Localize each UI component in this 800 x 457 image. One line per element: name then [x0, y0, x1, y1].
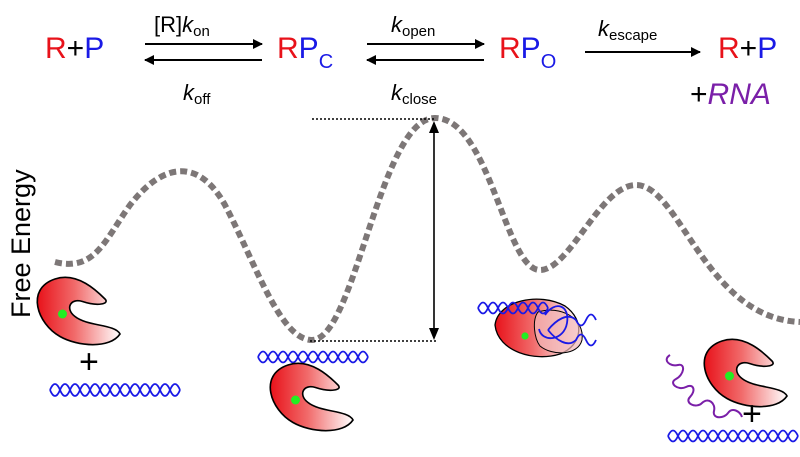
- state-free: R+P: [45, 32, 104, 65]
- equilibrium-arrows-2: [366, 39, 485, 65]
- free-energy-curve: [54, 114, 800, 344]
- barrier-arrowhead-up: [429, 121, 439, 133]
- free-plus-sign: +: [79, 343, 99, 381]
- activation-barrier-indicator: [310, 118, 439, 342]
- rate-kon: [R]kon: [154, 12, 210, 40]
- open-complex-icon: [477, 298, 597, 358]
- dna-helix-icon: [49, 383, 181, 397]
- rna-transcript-icon: [665, 354, 743, 419]
- label-p: P: [84, 32, 104, 65]
- state-closed-complex: RPC: [277, 32, 333, 73]
- equilibrium-arrows-1: [144, 39, 263, 65]
- label-plus: +: [67, 32, 85, 65]
- kinetic-scheme: R+P [R]kon koff RPC kopen kclose RPO kes…: [45, 12, 777, 111]
- state-open-complex: RPO: [499, 32, 556, 73]
- closed-complex-icon: [257, 350, 369, 432]
- state-escaped: R+P: [718, 32, 777, 65]
- barrier-arrowhead-down: [429, 328, 439, 340]
- free-species: +: [36, 276, 181, 397]
- y-axis-label: Free Energy: [6, 169, 36, 318]
- product-rna: +RNA: [690, 78, 771, 111]
- rate-koff: koff: [183, 80, 211, 108]
- rna-polymerase-icon: [36, 276, 121, 346]
- escape-plus-sign: +: [742, 395, 762, 433]
- escaped-species: +: [665, 338, 799, 443]
- rate-kescape: kescape: [598, 16, 657, 44]
- label-r: R: [45, 32, 67, 65]
- rate-kopen: kopen: [391, 12, 435, 40]
- rate-kclose: kclose: [391, 80, 437, 108]
